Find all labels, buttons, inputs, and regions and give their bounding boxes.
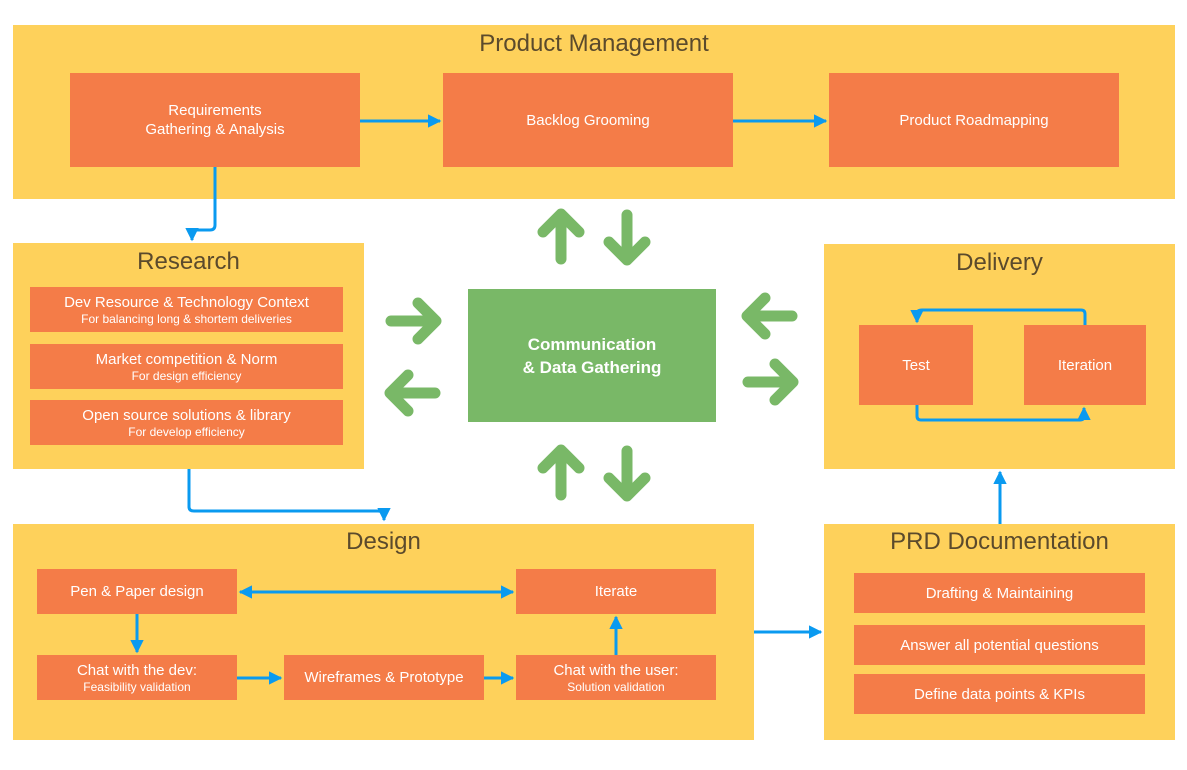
iterate-label: Iterate (594, 583, 638, 600)
prd-item-label: Answer all potential questions (900, 636, 1099, 654)
prd-title: PRD Documentation (890, 528, 1109, 555)
communication-hub-box[interactable]: Communication & Data Gathering (468, 289, 716, 422)
iteration-label: Iteration (1057, 356, 1113, 374)
arrow-up-icon (537, 208, 585, 265)
research-item-market-competition[interactable]: Market competition & Norm For design eff… (30, 344, 343, 389)
product-management-title: Product Management (479, 30, 709, 57)
iterate-box[interactable]: Iterate (516, 569, 716, 614)
iteration-box[interactable]: Iteration (1024, 325, 1146, 405)
research-item-label: Open source solutions & library (82, 407, 291, 424)
arrow-down-icon (603, 209, 651, 266)
arrow-up-icon (537, 444, 585, 501)
prd-item-answer-questions[interactable]: Answer all potential questions (854, 625, 1145, 665)
research-item-label: Market competition & Norm (95, 351, 278, 368)
backlog-grooming-label: Backlog Grooming (526, 111, 650, 129)
prd-item-drafting[interactable]: Drafting & Maintaining (854, 573, 1145, 613)
backlog-grooming-box[interactable]: Backlog Grooming (443, 73, 733, 167)
prd-item-label: Define data points & KPIs (914, 685, 1085, 703)
hub-line1: Communication (527, 334, 657, 354)
pen-paper-label: Pen & Paper design (70, 583, 204, 600)
chat-with-user-box[interactable]: Chat with the user: Solution validation (516, 655, 716, 700)
chat-user-label: Chat with the user: (553, 662, 679, 679)
chat-dev-sub: Feasibility validation (83, 680, 191, 694)
arrow-left-icon (741, 292, 798, 340)
hub-line2: & Data Gathering (522, 357, 662, 377)
arrow-right-icon (385, 297, 442, 345)
requirements-gathering-box[interactable]: Requirements Gathering & Analysis (70, 73, 360, 167)
design-title: Design (346, 528, 421, 555)
product-roadmapping-label: Product Roadmapping (899, 111, 1049, 129)
wireframes-prototype-box[interactable]: Wireframes & Prototype (284, 655, 484, 700)
wireframes-label: Wireframes & Prototype (304, 669, 464, 686)
requirements-line2: Gathering & Analysis (145, 121, 285, 138)
research-item-sub: For design efficiency (131, 369, 242, 383)
pen-paper-design-box[interactable]: Pen & Paper design (37, 569, 237, 614)
arrow-down-icon (603, 445, 651, 502)
requirements-line1: Requirements (168, 102, 262, 119)
connector-research-to-design (187, 469, 391, 522)
arrow-right-icon (742, 358, 799, 406)
delivery-title: Delivery (956, 249, 1043, 276)
research-item-dev-resource[interactable]: Dev Resource & Technology Context For ba… (30, 287, 343, 332)
chat-with-dev-box[interactable]: Chat with the dev: Feasibility validatio… (37, 655, 237, 700)
research-item-label: Dev Resource & Technology Context (64, 294, 309, 311)
test-label: Test (902, 356, 930, 374)
prd-item-label: Drafting & Maintaining (925, 584, 1074, 602)
prd-item-define-kpis[interactable]: Define data points & KPIs (854, 674, 1145, 714)
research-item-sub: For develop efficiency (128, 425, 245, 439)
product-roadmapping-box[interactable]: Product Roadmapping (829, 73, 1119, 167)
chat-user-sub: Solution validation (567, 680, 665, 694)
chat-dev-label: Chat with the dev: (76, 662, 198, 679)
arrow-left-icon (384, 369, 441, 417)
research-title: Research (137, 248, 240, 275)
research-item-open-source[interactable]: Open source solutions & library For deve… (30, 400, 343, 445)
test-box[interactable]: Test (859, 325, 973, 405)
design-section: Design (13, 524, 754, 740)
research-item-sub: For balancing long & shortem deliveries (81, 312, 292, 326)
